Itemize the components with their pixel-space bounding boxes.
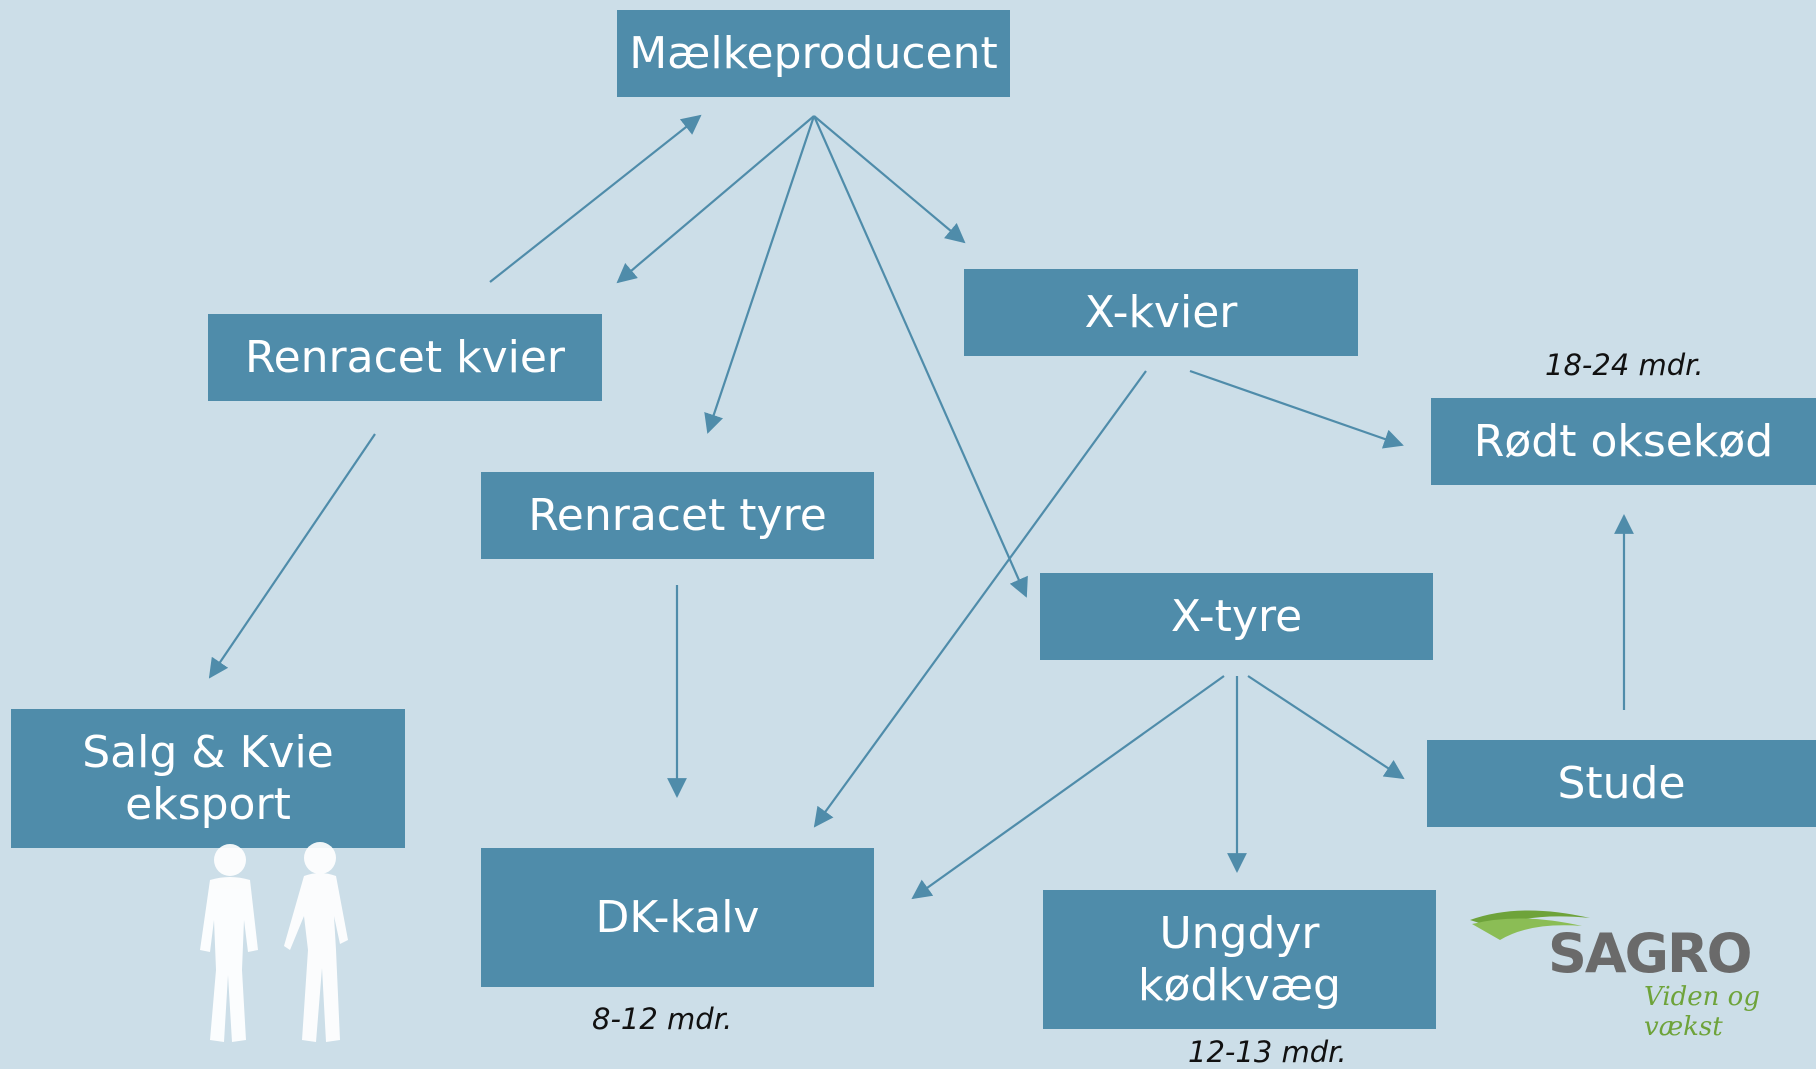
node-maelkeproducent: Mælkeproducent	[617, 10, 1010, 97]
arrow-x-tyre-to-stude	[1247, 675, 1405, 780]
arrow-maelkeproducent-to-x-tyre	[812, 115, 1028, 598]
arrow-x-tyre-to-dk-kalv	[911, 675, 1225, 900]
arrow-renracet-kvier-to-salg	[208, 433, 376, 679]
sagro-swoosh-icon	[1470, 910, 1590, 940]
sagro-tagline: Viden og vækst	[1644, 982, 1760, 1042]
node-renracet-tyre: Renracet tyre	[481, 472, 874, 559]
node-x-kvier: X-kvier	[964, 269, 1358, 356]
sagro-logo: SAGRO	[1548, 922, 1752, 985]
arrow-x-kvier-to-dk-kalv	[813, 370, 1147, 828]
node-ungdyr-kodkvaeg: Ungdyr kødkvæg	[1043, 890, 1436, 1029]
node-rodt-oksekod: Rødt oksekød	[1431, 398, 1816, 485]
node-salg-kvie-eksport: Salg & Kvie eksport	[11, 709, 405, 848]
age-note-dk-kalv: 8-12 mdr.	[592, 1002, 733, 1036]
arrow-renracet-kvier-to-maelkeproducent	[489, 114, 702, 283]
age-note-rodt-oksekod: 18-24 mdr.	[1545, 348, 1704, 382]
arrow-maelkeproducent-to-x-kvier	[813, 115, 966, 244]
node-x-tyre: X-tyre	[1040, 573, 1433, 660]
arrow-maelkeproducent-to-renracet-kvier	[616, 115, 815, 284]
walking-people-illustration	[200, 842, 348, 1042]
arrow-maelkeproducent-to-renracet-tyre	[704, 115, 816, 434]
node-renracet-kvier: Renracet kvier	[208, 314, 602, 401]
arrow-x-kvier-to-rodt-oksekod	[1189, 369, 1404, 449]
age-note-ungdyr: 12-13 mdr.	[1188, 1035, 1347, 1069]
node-dk-kalv: DK-kalv	[481, 848, 874, 987]
node-stude: Stude	[1427, 740, 1816, 827]
